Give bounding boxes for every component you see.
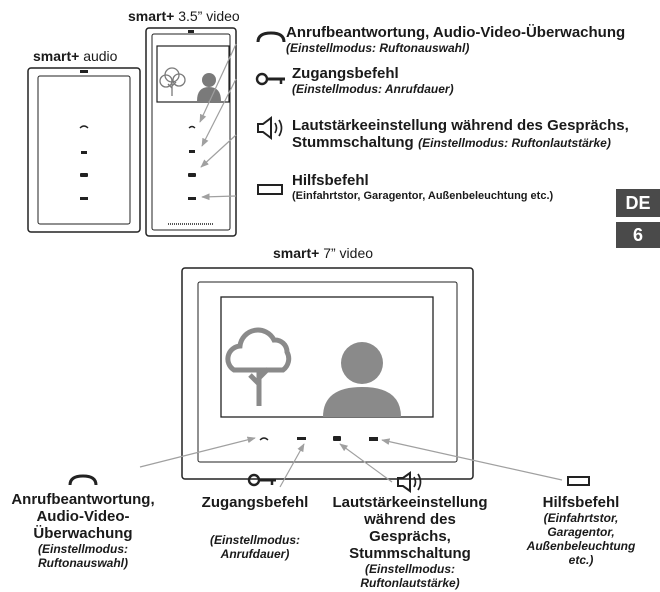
legend-bottom-key-sub-1: (Einstellmodus: (209, 533, 300, 547)
page-number: 6 (632, 224, 643, 245)
legend-top-speaker-title-1: Lautstärkeeinstellung während des Gesprä… (292, 117, 629, 134)
legend-top-auxiliary-subtitle: (Einfahrtstor, Garagentor, Außenbeleucht… (292, 190, 554, 202)
legend-bottom-handset-line-1: Anrufbeantwortung, (11, 491, 155, 508)
speaker-icon (257, 116, 283, 140)
legend-bottom-auxiliary-title: Hilfsbefehl (542, 494, 620, 511)
legend-top-key-title: Zugangsbefehl (292, 65, 399, 82)
video7-brand: smart+ (273, 245, 320, 261)
legend-bottom-speaker: Lautstärkeeinstellung während des Gesprä… (310, 494, 510, 590)
video35-key-button[interactable] (189, 150, 195, 153)
legend-bottom-key-sub-2: Anrufdauer) (220, 547, 290, 561)
legend-bottom-auxiliary-sub-2: Garagentor, (547, 525, 615, 539)
legend-top-speaker-title-2: Stummschaltung (292, 134, 414, 151)
video7-model: 7” video (323, 245, 374, 261)
audio-handset-button[interactable] (79, 125, 89, 129)
language-code: DE (625, 192, 651, 213)
legend-bottom-auxiliary: Hilfsbefehl (Einfahrtstor, Garagentor, A… (512, 494, 650, 567)
legend-top-auxiliary-title: Hilfsbefehl (292, 172, 369, 189)
legend-bottom-speaker-sub-1: (Einstellmodus: (364, 562, 455, 576)
auxiliary-icon (567, 476, 590, 486)
video7-speaker-button[interactable] (333, 436, 341, 441)
video35-model: 3.5” video (178, 8, 240, 24)
auxiliary-icon (257, 184, 283, 195)
legend-top-handset-subtitle: (Einstellmodus: Ruftonauswahl) (286, 41, 470, 55)
handset-icon (68, 474, 98, 486)
language-tab: DE (616, 189, 660, 217)
legend-bottom-speaker-line-2: während des (364, 511, 456, 528)
legend-top-auxiliary: Hilfsbefehl (Einfahrtstor, Garagentor, A… (292, 172, 553, 204)
legend-top-key: Zugangsbefehl (Einstellmodus: Anrufdauer… (292, 65, 454, 96)
video35-device (145, 27, 237, 237)
legend-bottom-speaker-sub-2: Ruftonlautstärke) (360, 576, 460, 590)
audio-brand: smart+ (33, 48, 80, 64)
handset-icon (256, 31, 286, 43)
legend-bottom-speaker-line-3: Gesprächs, Stummschaltung (349, 528, 471, 562)
video35-handset-button[interactable] (188, 125, 196, 129)
key-icon (247, 473, 276, 487)
legend-bottom-handset-line-2: Audio-Video-Überwachung (33, 508, 133, 542)
page-tab: 6 (616, 222, 660, 248)
video7-key-button[interactable] (297, 437, 306, 440)
legend-bottom-handset-sub-1: (Einstellmodus: (37, 542, 128, 556)
legend-bottom-handset-sub-2: Ruftonauswahl) (38, 556, 128, 570)
video7-device-title: smart+ 7” video (273, 246, 373, 261)
audio-device (27, 67, 141, 233)
legend-top-speaker: Lautstärkeeinstellung während des Gesprä… (292, 117, 629, 152)
legend-bottom-handset: Anrufbeantwortung, Audio-Video-Überwachu… (8, 491, 158, 570)
video35-speaker-button[interactable] (188, 173, 196, 177)
legend-top-key-subtitle: (Einstellmodus: Anrufdauer) (292, 82, 454, 96)
video7-screen (220, 296, 434, 418)
legend-top-handset-title: Anrufbeantwortung, Audio-Video-Überwachu… (286, 24, 626, 41)
video7-device (181, 267, 474, 480)
audio-key-button[interactable] (81, 151, 87, 154)
audio-auxiliary-button[interactable] (80, 197, 88, 200)
tab-divider (618, 219, 658, 221)
legend-bottom-key-title: Zugangsbefehl (201, 494, 309, 511)
legend-top-speaker-subtitle: (Einstellmodus: Ruftonlautstärke) (418, 136, 611, 150)
video7-auxiliary-button[interactable] (369, 437, 378, 441)
video35-device-title: smart+ 3.5” video (128, 9, 240, 24)
legend-bottom-key: Zugangsbefehl (Einstellmodus: Anrufdauer… (200, 494, 310, 561)
legend-top-handset: Anrufbeantwortung, Audio-Video-Überwachu… (286, 24, 625, 55)
legend-bottom-auxiliary-sub-4: etc.) (568, 553, 594, 567)
audio-model: audio (83, 48, 118, 64)
audio-speaker-button[interactable] (80, 173, 88, 177)
video7-handset-button[interactable] (259, 437, 269, 441)
video35-brand: smart+ (128, 8, 175, 24)
legend-bottom-auxiliary-sub-3: Außenbeleuchtung (526, 539, 636, 553)
audio-device-title: smart+ audio (33, 49, 117, 64)
key-icon (255, 72, 285, 86)
video35-auxiliary-button[interactable] (188, 197, 196, 200)
legend-bottom-speaker-line-1: Lautstärkeeinstellung (332, 494, 488, 511)
legend-bottom-auxiliary-sub-1: (Einfahrtstor, (543, 511, 619, 525)
speaker-icon (397, 471, 422, 493)
